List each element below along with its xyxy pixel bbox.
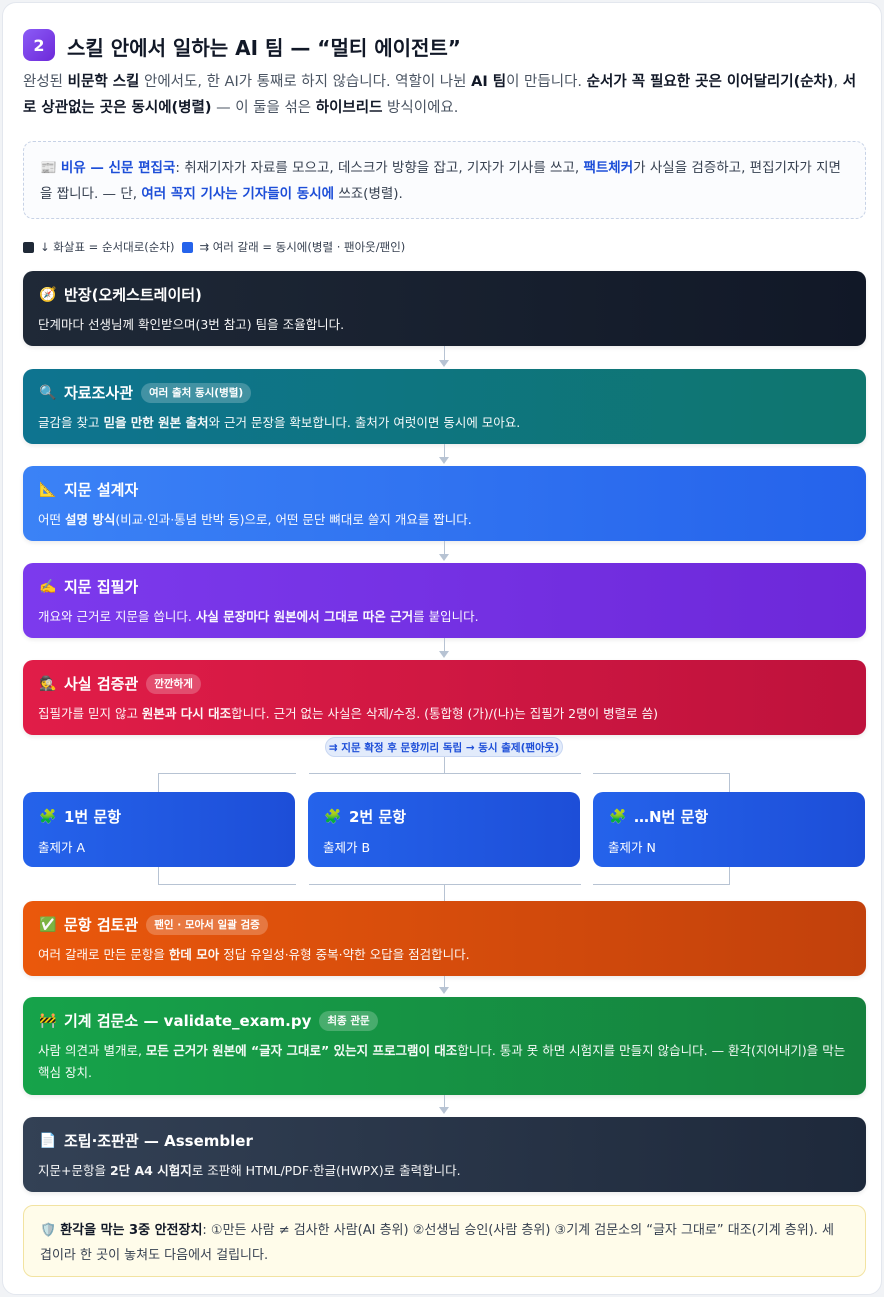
parallel-item-title: 1번 문항 — [64, 808, 122, 826]
puzzle-icon: 🧩 — [609, 808, 627, 825]
validator-desc: 사람 의견과 별개로, 모든 근거가 원본에 “글자 그대로” 있는지 프로그램… — [38, 1043, 846, 1080]
fact-checker-desc: 집필가를 믿지 않고 원본과 다시 대조합니다. 근거 없는 사실은 삭제/수정… — [38, 706, 658, 721]
fact-checker-pill: 깐깐하게 — [146, 673, 201, 694]
connector — [444, 976, 445, 990]
legend-parallel-swatch — [182, 241, 194, 253]
designer-title: 지문 설계자 — [64, 481, 139, 499]
validator-box: 🚧 기계 검문소 — validate_exam.py 최종 관문 사람 의견과 별… — [23, 997, 866, 1095]
orchestrator-title: 반장(오케스트레이터) — [64, 286, 202, 304]
writer-title: 지문 집필가 — [64, 578, 139, 596]
orchestrator-box: 🧭 반장(오케스트레이터) 단계마다 선생님께 확인받으며(3번 참고) 팀을 조… — [23, 271, 866, 346]
assembler-box: 📄 조립·조판관 — Assembler 지문+문항을 2단 A4 시험지로 조판… — [23, 1117, 866, 1192]
arrow-down-icon — [439, 457, 449, 464]
parallel-item-title: 2번 문항 — [349, 808, 407, 826]
newspaper-icon: 📰 — [40, 160, 57, 176]
arrow-down-icon — [439, 554, 449, 561]
legend-sequential-swatch — [23, 241, 34, 253]
legend-sequential-label: ↓ 화살표 = 순서대로(순차) — [40, 240, 175, 254]
parallel-item-title: …N번 문항 — [634, 808, 709, 826]
detective-icon: 🕵️ — [39, 675, 57, 692]
section-heading: 스킬 안에서 일하는 AI 팀 — “멀티 에이전트” — [67, 36, 461, 60]
legend-parallel-label: ⇉ 여러 갈래 = 동시에(병렬 · 팬아웃/팬인) — [199, 240, 406, 254]
reviewer-pill: 팬인 · 모아서 일괄 검증 — [146, 914, 268, 935]
fanin-connector — [309, 884, 581, 885]
safety-callout: 🛡️환각을 막는 3중 안전장치: ①만든 사람 ≠ 검사한 사람(AI 층위)… — [23, 1205, 866, 1277]
intro-paragraph: 완성된 비문학 스킬 안에서도, 한 AI가 통째로 하지 않습니다. 역할이 … — [23, 74, 857, 116]
fanout-connector — [444, 757, 445, 773]
writing-hand-icon: ✍️ — [39, 578, 57, 595]
fanin-connector — [158, 867, 159, 885]
researcher-pill: 여러 출처 동시(병렬) — [141, 382, 252, 403]
connector — [444, 1095, 445, 1110]
assembler-desc: 지문+문항을 2단 A4 시험지로 조판해 HTML/PDF·한글(HWPX)로… — [38, 1163, 461, 1178]
barrier-icon: 🚧 — [39, 1012, 57, 1029]
connector — [444, 346, 445, 363]
designer-desc: 어떤 설명 방식(비교·인과·통념 반박 등)으로, 어떤 문단 뼈대로 쓸지 … — [38, 512, 472, 527]
researcher-title: 자료조사관 — [64, 384, 134, 402]
writer-desc: 개요와 근거로 지문을 씁니다. 사실 문장마다 원본에서 그대로 따온 근거를… — [38, 609, 479, 624]
connector — [444, 638, 445, 654]
fact-checker-box: 🕵️ 사실 검증관 깐깐하게 집필가를 믿지 않고 원본과 다시 대조합니다. 근거… — [23, 660, 866, 735]
puzzle-icon: 🧩 — [39, 808, 57, 825]
legend: ↓ 화살표 = 순서대로(순차) ⇉ 여러 갈래 = 동시에(병렬 · 팬아웃/… — [23, 239, 405, 255]
fanin-connector — [593, 884, 730, 885]
connector — [444, 444, 445, 460]
compass-icon: 🧭 — [39, 286, 57, 303]
parallel-item-desc: 출제가 A — [38, 840, 86, 855]
fanout-connector — [158, 773, 159, 792]
check-mark-icon: ✅ — [39, 916, 57, 933]
designer-box: 📐 지문 설계자 어떤 설명 방식(비교·인과·통념 반박 등)으로, 어떤 문단… — [23, 466, 866, 541]
parallel-item-n: 🧩 …N번 문항 출제가 N — [593, 792, 865, 867]
validator-pill: 최종 관문 — [319, 1010, 378, 1031]
fanout-connector — [158, 773, 296, 774]
analogy-callout: 📰비유 — 신문 편집국: 취재기자가 자료를 모으고, 데스크가 방향을 잡고… — [23, 141, 866, 219]
document-icon: 📄 — [39, 1132, 57, 1149]
researcher-desc: 글감을 찾고 믿을 만한 원본 출처와 근거 문장을 확보합니다. 출처가 여럿… — [38, 415, 521, 430]
parallel-item-1: 🧩 1번 문항 출제가 A — [23, 792, 295, 867]
reviewer-title: 문항 검토관 — [64, 916, 139, 934]
fanin-connector — [729, 867, 730, 885]
fanout-label: ⇉ 지문 확정 후 문항끼리 독립 → 동시 출제(팬아웃) — [325, 737, 563, 757]
puzzle-icon: 🧩 — [324, 808, 342, 825]
parallel-item-desc: 출제가 B — [323, 840, 371, 855]
arrow-down-icon — [439, 651, 449, 658]
ruler-icon: 📐 — [39, 481, 57, 498]
validator-title: 기계 검문소 — validate_exam.py — [64, 1012, 312, 1030]
fanin-connector — [444, 884, 445, 901]
researcher-box: 🔍 자료조사관 여러 출처 동시(병렬) 글감을 찾고 믿을 만한 원본 출처와 근… — [23, 369, 866, 444]
fanout-connector — [593, 773, 730, 774]
connector — [444, 541, 445, 557]
orchestrator-desc: 단계마다 선생님께 확인받으며(3번 참고) 팀을 조율합니다. — [38, 317, 345, 332]
parallel-item-desc: 출제가 N — [608, 840, 656, 855]
reviewer-box: ✅ 문항 검토관 팬인 · 모아서 일괄 검증 여러 갈래로 만든 문항을 한데 모… — [23, 901, 866, 976]
arrow-down-icon — [439, 360, 449, 367]
assembler-title: 조립·조판관 — Assembler — [64, 1132, 253, 1150]
magnifier-icon: 🔍 — [39, 384, 57, 401]
parallel-item-2: 🧩 2번 문항 출제가 B — [308, 792, 580, 867]
shield-icon: 🛡️ — [40, 1223, 57, 1238]
writer-box: ✍️ 지문 집필가 개요와 근거로 지문을 씁니다. 사실 문장마다 원본에서 그… — [23, 563, 866, 638]
step-number-badge: 2 — [23, 29, 55, 61]
fanin-connector — [158, 884, 296, 885]
reviewer-desc: 여러 갈래로 만든 문항을 한데 모아 정답 유일성·유형 중복·약한 오답을 … — [38, 947, 470, 962]
fanout-connector — [729, 773, 730, 792]
arrow-down-icon — [439, 987, 449, 994]
fact-checker-title: 사실 검증관 — [64, 675, 139, 693]
fanout-connector — [309, 773, 581, 774]
arrow-down-icon — [439, 1107, 449, 1114]
